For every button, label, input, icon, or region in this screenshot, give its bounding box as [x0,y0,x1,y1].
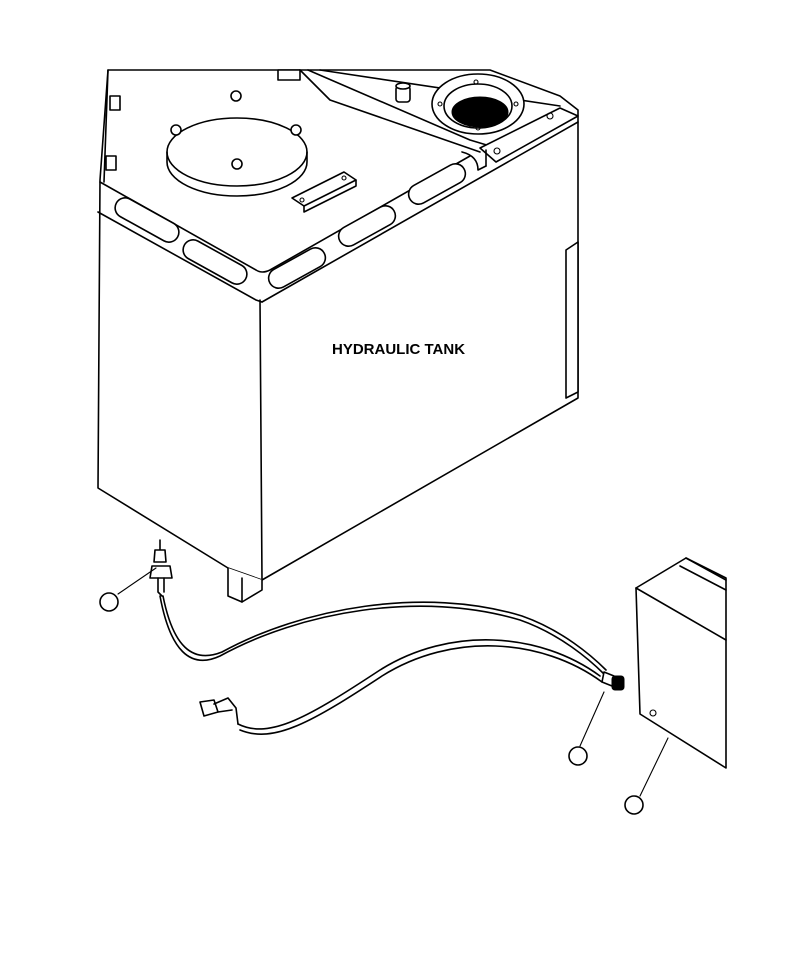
hydraulic-tank: HYDRAULIC TANK [97,69,579,603]
callout-sensor [99,567,157,612]
tank-cap [166,90,308,197]
tank-label: HYDRAULIC TANK [332,341,465,358]
controller-box [635,557,727,769]
tank-body [97,69,579,581]
callout-connector [568,691,605,766]
wire-harness [159,595,625,735]
filler-neck [431,73,525,135]
level-sensor [149,539,173,597]
callout-controller-box [624,737,669,815]
